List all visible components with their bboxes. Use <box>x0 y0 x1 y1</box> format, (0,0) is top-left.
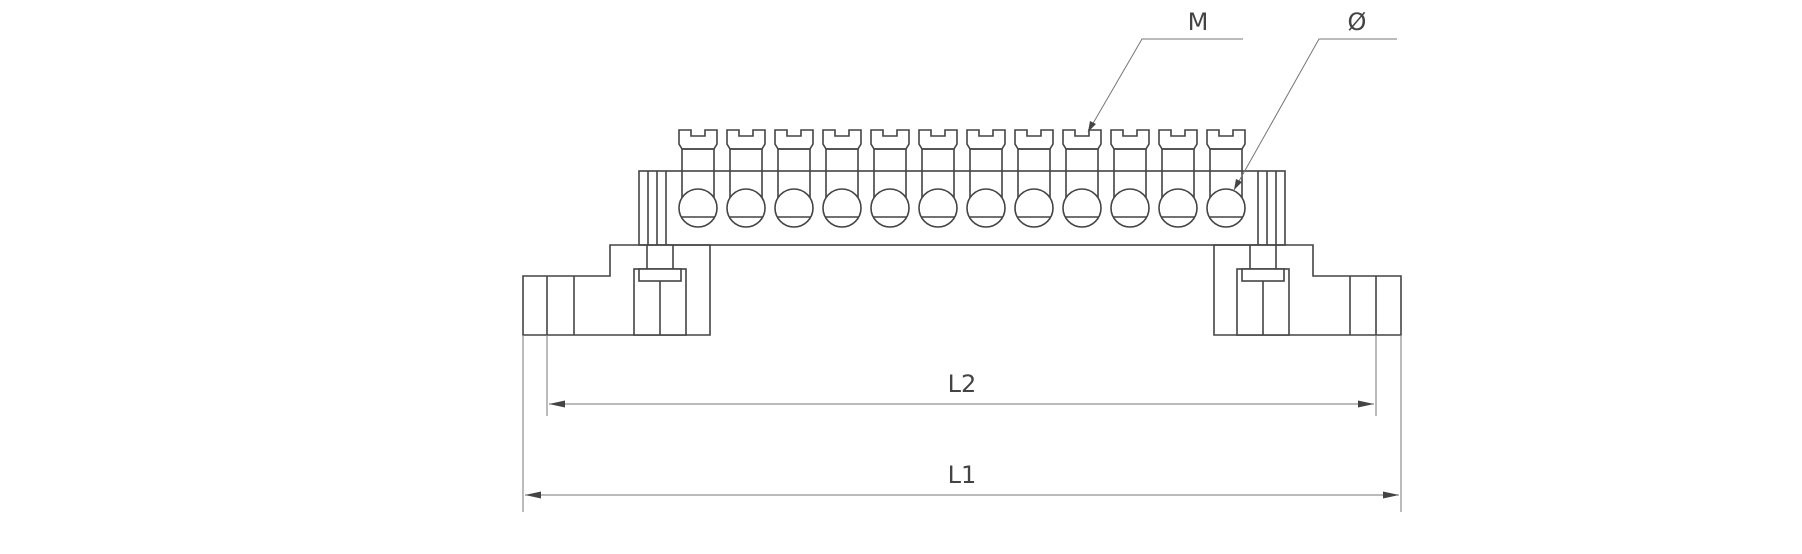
terminal-screw <box>774 129 814 228</box>
extension-lines <box>522 335 1402 512</box>
screw-head <box>1206 129 1246 150</box>
screw-head <box>1110 129 1150 150</box>
terminal-hole <box>1110 188 1150 228</box>
label-overall-length: L1 <box>948 461 977 489</box>
leader-diameter: Ø <box>1233 8 1397 191</box>
terminal-screw <box>822 129 862 228</box>
leader-m: M <box>1087 8 1243 133</box>
terminal-screw <box>726 129 766 228</box>
terminal-screw <box>918 129 958 228</box>
left-mounting-foot <box>522 244 711 336</box>
terminal-hole <box>1062 188 1102 228</box>
screw-head <box>1158 129 1198 150</box>
screw-head <box>774 129 814 150</box>
screw-head <box>870 129 910 150</box>
busbar-body <box>638 170 1286 246</box>
label-hole-diameter: Ø <box>1348 8 1367 36</box>
screw-head <box>726 129 766 150</box>
right-mounting-foot <box>1213 244 1402 336</box>
terminal-hole <box>726 188 766 228</box>
dimension-l1: L1 <box>525 461 1399 499</box>
screw-head <box>1062 129 1102 150</box>
terminal-screw <box>1206 129 1246 228</box>
terminal-hole <box>918 188 958 228</box>
terminal-screw <box>1062 129 1102 228</box>
terminal-screws <box>678 129 1246 228</box>
label-screw-thread: M <box>1188 8 1209 36</box>
terminal-hole <box>1206 188 1246 228</box>
screw-head <box>1014 129 1054 150</box>
terminal-hole <box>1014 188 1054 228</box>
terminal-screw <box>870 129 910 228</box>
terminal-hole <box>678 188 718 228</box>
terminal-screw <box>966 129 1006 228</box>
screw-head <box>678 129 718 150</box>
screw-head <box>918 129 958 150</box>
screw-head <box>966 129 1006 150</box>
terminal-hole <box>1158 188 1198 228</box>
terminal-screw <box>678 129 718 228</box>
terminal-hole <box>870 188 910 228</box>
dimension-l2: L2 <box>549 370 1374 408</box>
terminal-hole <box>822 188 862 228</box>
terminal-hole <box>774 188 814 228</box>
terminal-screw <box>1110 129 1150 228</box>
terminal-screw <box>1014 129 1054 228</box>
screw-head <box>822 129 862 150</box>
terminal-hole <box>966 188 1006 228</box>
terminal-screw <box>1158 129 1198 228</box>
label-mounting-distance: L2 <box>948 370 977 398</box>
